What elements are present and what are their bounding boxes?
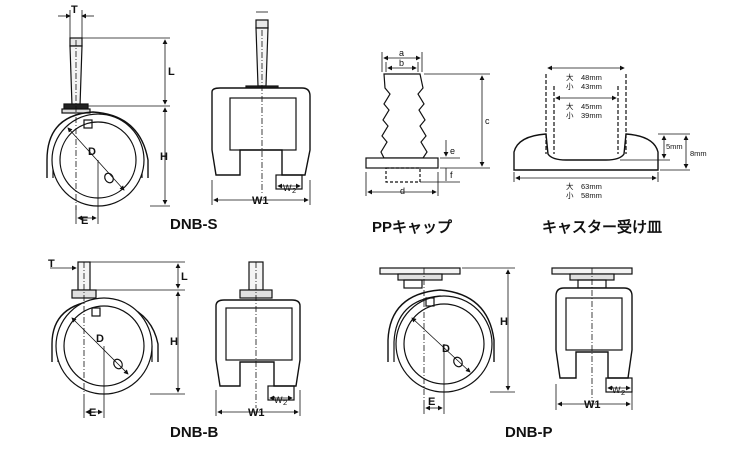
- dim-d-dnb-p: D: [442, 343, 450, 355]
- caption-dnb-p: DNB-P: [505, 424, 553, 441]
- dim-h-dnb-s: H: [160, 151, 168, 163]
- dim-d-dnb-b: D: [96, 333, 104, 345]
- dim-h-dnb-b: H: [170, 336, 178, 348]
- tray-mid-large: 大 45mm: [566, 101, 602, 111]
- dnb-b-side-view: [51, 261, 159, 400]
- dim-w1-dnb-b: W1: [248, 407, 265, 419]
- dim-d-pp-cap: d: [400, 186, 405, 196]
- dnb-b-side-dimension-lines: [50, 261, 185, 418]
- caster-tray-dimension-lines: [513, 65, 690, 182]
- tray-top-small: 小 43mm: [566, 82, 602, 91]
- dim-w1-dnb-s: W1: [252, 195, 269, 207]
- caster-tray-drawing: [513, 74, 659, 171]
- dim-w2-sub-dnb-b: 2: [283, 398, 287, 407]
- caption-pp-cap: PPキャップ: [372, 219, 453, 236]
- tray-depth: 5mm: [666, 142, 683, 151]
- pp-cap-drawing: [365, 73, 439, 183]
- dim-e-dnb-p: E: [428, 396, 435, 408]
- pp-cap-dimension-lines: [365, 52, 490, 196]
- dnb-s-front-dimension-lines: [211, 11, 311, 205]
- dim-h-dnb-p: H: [500, 316, 508, 328]
- dim-w2-dnb-b: W: [274, 395, 283, 405]
- dim-w2-sub-dnb-p: 2: [621, 388, 625, 397]
- dim-l-dnb-b: L: [181, 271, 188, 283]
- dnb-p-side-view: [379, 267, 495, 400]
- dnb-s-side-dimension-lines: [58, 10, 170, 224]
- tray-bottom-large: 大 63mm: [566, 181, 602, 191]
- dim-e-pp-cap: e: [450, 146, 455, 156]
- dim-a: a: [399, 48, 404, 58]
- tray-mid-small: 小 39mm: [566, 111, 602, 120]
- dim-t-dnb-s: T: [71, 4, 78, 16]
- caption-dnb-s: DNB-S: [170, 216, 218, 233]
- dnb-b-front-dimension-lines: [215, 390, 301, 416]
- dnb-b-front-view: [215, 261, 301, 408]
- caption-caster-tray: キャスター受け皿: [542, 219, 663, 236]
- dim-b: b: [399, 58, 404, 68]
- dim-c: c: [485, 116, 490, 126]
- dnb-p-front-dimension-lines: [555, 384, 633, 410]
- dnb-p-front-view: [551, 267, 633, 402]
- caption-dnb-b: DNB-B: [170, 424, 219, 441]
- dim-f-pp-cap: f: [450, 170, 453, 180]
- dim-e-dnb-b: E: [89, 407, 96, 419]
- tray-bottom-small: 小 58mm: [566, 191, 602, 200]
- dim-w2-dnb-p: W: [612, 385, 621, 395]
- dnb-s-front-view: [211, 19, 311, 195]
- dim-w2-sub-dnb-s: 2: [292, 186, 296, 195]
- dim-l-dnb-s: L: [168, 66, 175, 78]
- dim-e-dnb-s: E: [81, 215, 88, 227]
- dim-d-dnb-s: D: [88, 146, 96, 158]
- dim-w2-dnb-s: W: [283, 183, 292, 193]
- tray-top-large: 大 48mm: [566, 72, 602, 82]
- dim-w1-dnb-p: W1: [584, 399, 601, 411]
- dim-t-dnb-b: T: [48, 258, 55, 270]
- tray-height: 8mm: [690, 149, 707, 158]
- dnb-p-side-dimension-lines: [411, 267, 515, 414]
- dnb-s-side-view: [46, 37, 149, 207]
